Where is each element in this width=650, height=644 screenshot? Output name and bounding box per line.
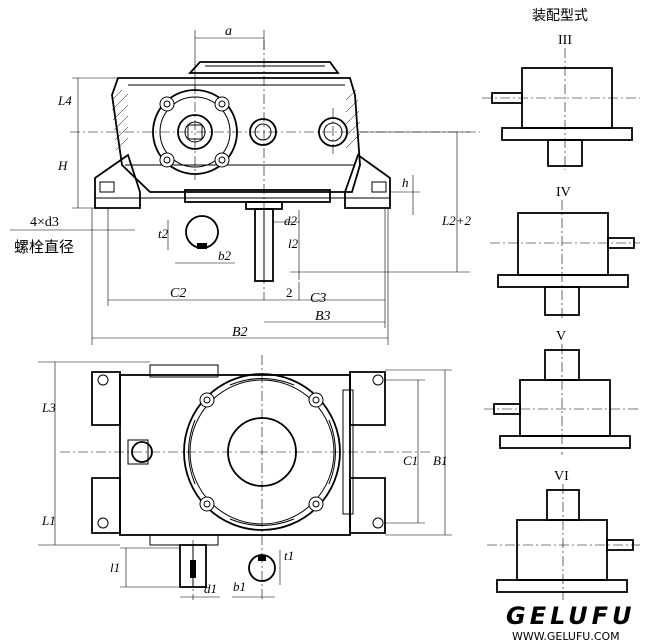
- assembly-form-vi: VI: [487, 469, 640, 600]
- dim-L2-plus-2: L2+2: [441, 213, 472, 228]
- bolt-diameter-label: 螺栓直径: [14, 238, 74, 256]
- assembly-form-v: V: [484, 329, 640, 455]
- dim-H: H: [57, 158, 68, 173]
- dim-t2: t2: [158, 226, 169, 241]
- dim-L3: L3: [41, 400, 56, 415]
- front-view: [70, 40, 480, 300]
- dim-L4: L4: [57, 93, 72, 108]
- dim-B2: B2: [232, 325, 248, 340]
- assembly-form-iii: III: [482, 33, 640, 170]
- assembly-title: 装配型式: [532, 8, 588, 24]
- svg-text:V: V: [556, 329, 566, 344]
- brand-url: WWW.GELUFU.COM: [512, 630, 620, 643]
- dim-2: 2: [286, 285, 293, 300]
- dim-C2: C2: [170, 286, 186, 301]
- plan-view-dimensions: L3 L1 l1 d1 b1 t1 C1 B1: [38, 361, 452, 598]
- assembly-form-iv: IV: [490, 185, 640, 320]
- plan-view: [60, 355, 430, 600]
- dim-B1: B1: [433, 453, 447, 468]
- dim-C3: C3: [310, 291, 326, 306]
- dim-C1: C1: [403, 453, 418, 468]
- assembly-forms: 装配型式 III IV V: [482, 8, 640, 600]
- bolt-count-label: 4×d3: [30, 215, 59, 230]
- brand-name: GELUFU: [506, 602, 635, 630]
- dim-h: h: [402, 175, 409, 190]
- svg-text:IV: IV: [556, 185, 571, 200]
- dim-d1: d1: [204, 581, 217, 596]
- dim-l1: l1: [110, 560, 120, 575]
- svg-text:III: III: [558, 33, 572, 48]
- dim-a: a: [225, 24, 232, 39]
- svg-text:VI: VI: [554, 469, 569, 484]
- front-view-dimensions: a L4 H h L2+2 4×d3 螺栓直径 d2 t2 b2 l2 2 C2: [10, 24, 472, 345]
- dim-t1: t1: [284, 548, 294, 563]
- dim-b1: b1: [233, 579, 246, 594]
- dim-d2: d2: [284, 213, 298, 228]
- dim-l2: l2: [288, 236, 299, 251]
- brand-watermark: GELUFU WWW.GELUFU.COM: [506, 602, 635, 643]
- dim-B3: B3: [315, 309, 331, 324]
- dim-b2: b2: [218, 248, 232, 263]
- dim-L1: L1: [41, 513, 56, 528]
